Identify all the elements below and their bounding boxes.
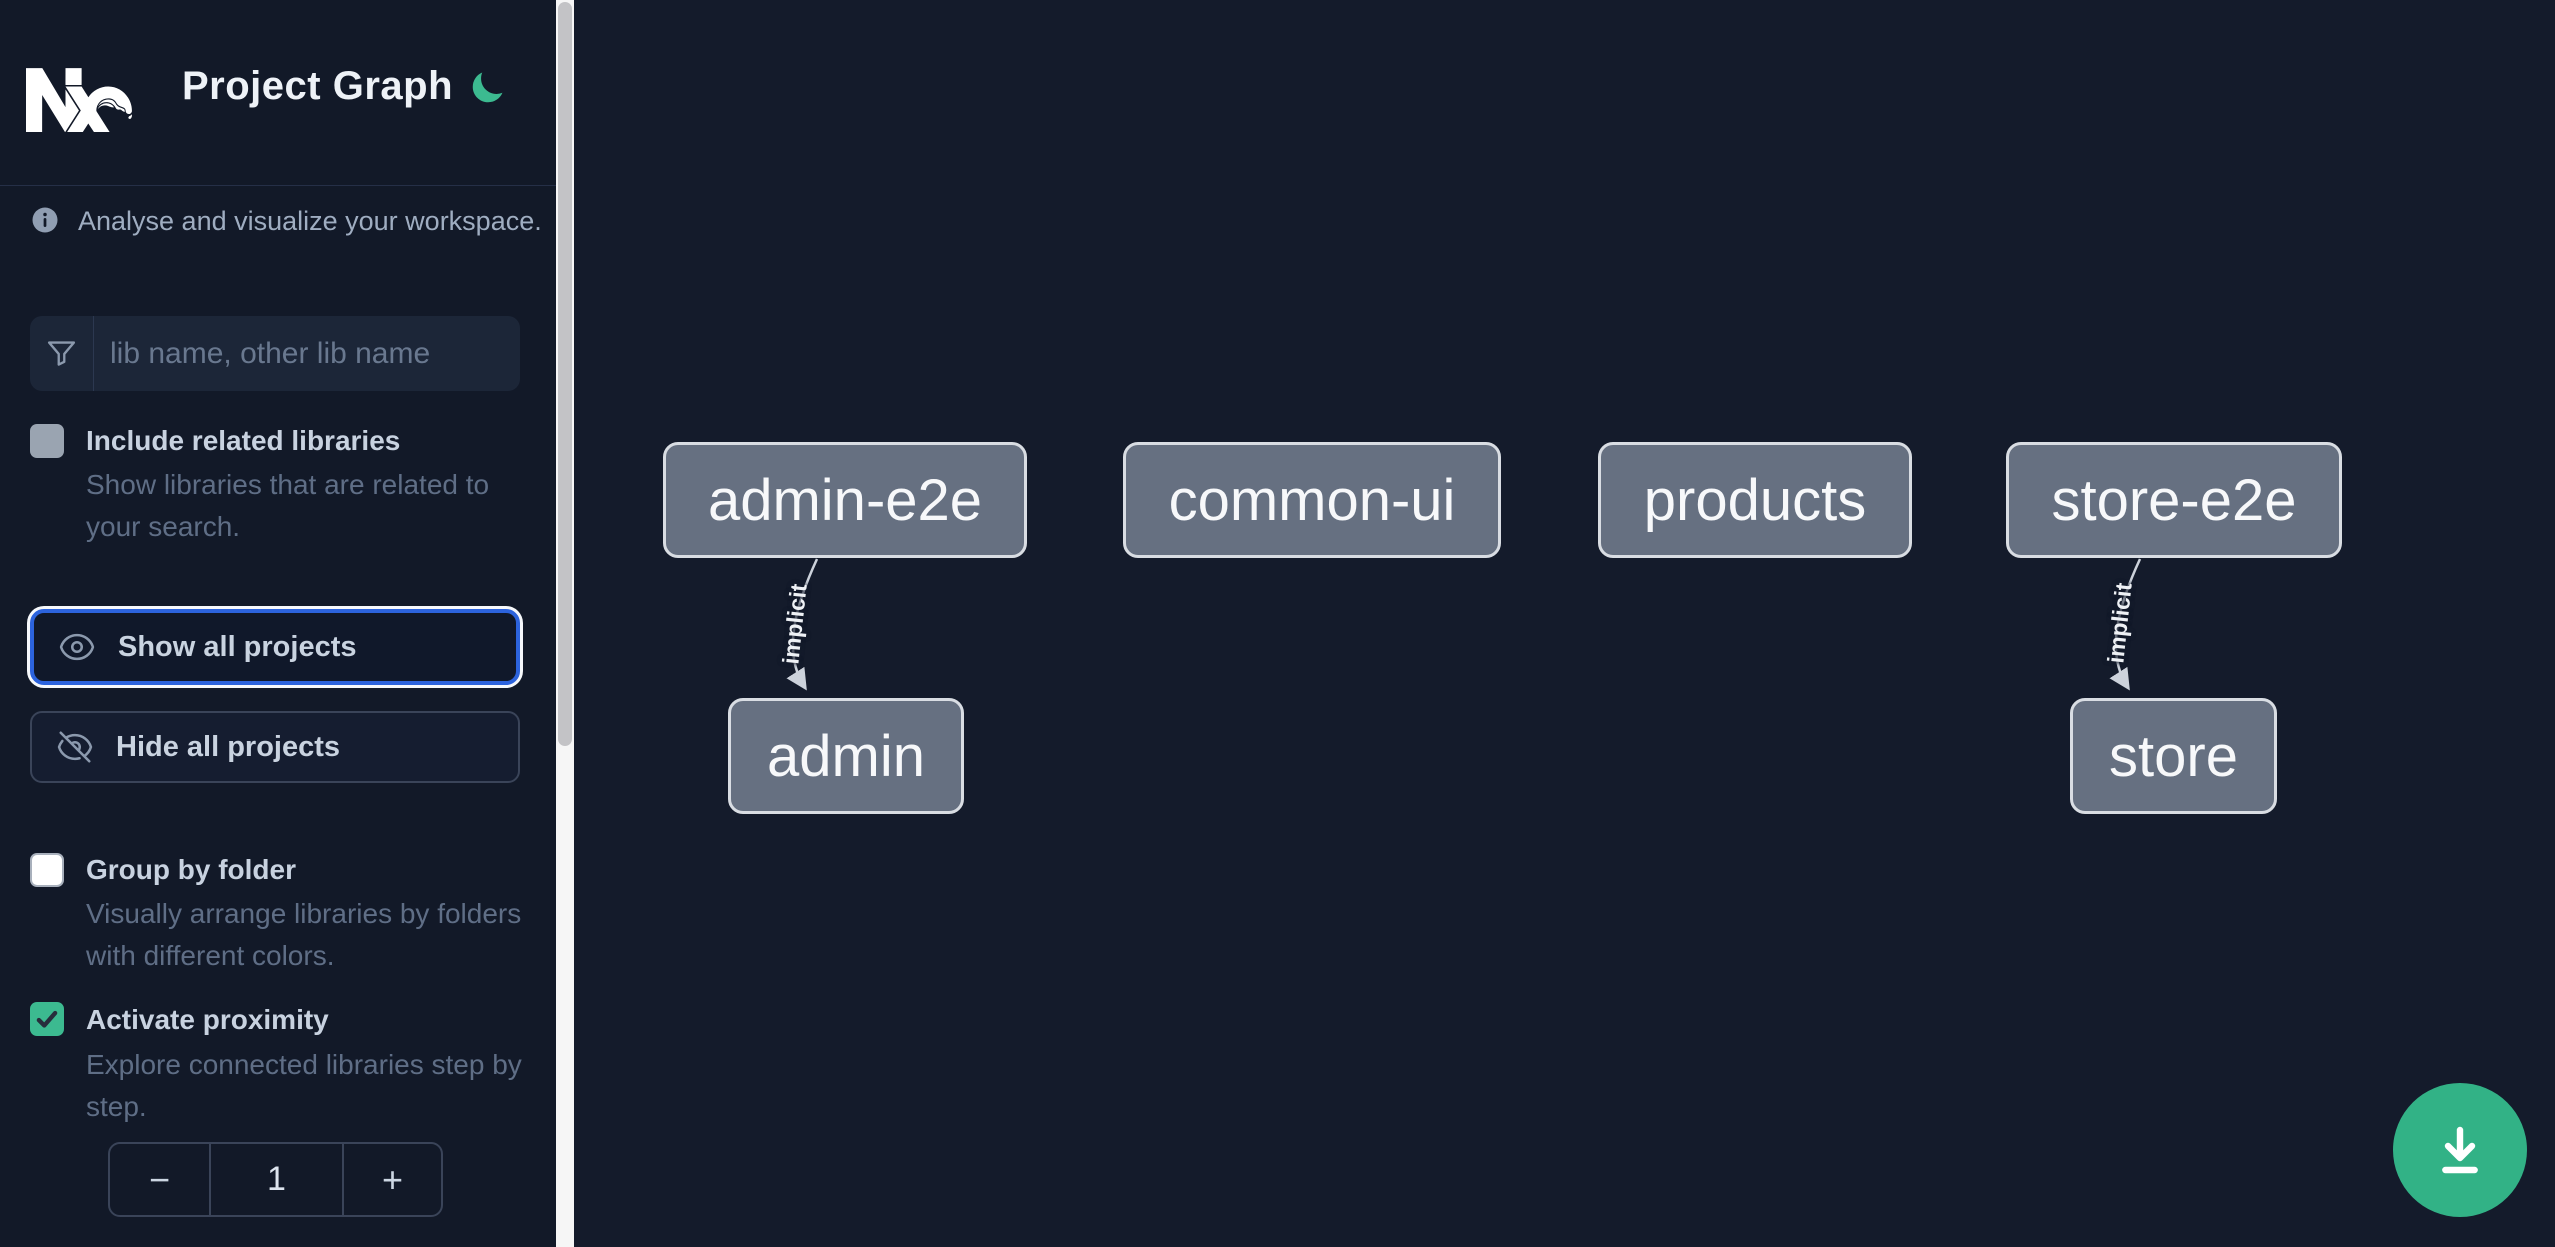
option-description: Visually arrange libraries by folders wi… bbox=[86, 898, 522, 971]
hide-all-projects-button[interactable]: Hide all projects bbox=[30, 711, 520, 783]
proximity-stepper: − 1 + bbox=[108, 1142, 443, 1217]
checkbox-activate-proximity[interactable] bbox=[30, 1002, 64, 1036]
option-description: Explore connected libraries step by step… bbox=[86, 1049, 522, 1122]
download-icon bbox=[2442, 1126, 2478, 1174]
page-title: Project Graph bbox=[182, 64, 454, 108]
option-label: Include related libraries bbox=[86, 425, 401, 456]
proximity-increment-button[interactable]: + bbox=[344, 1144, 441, 1215]
checkbox-group-by-folder[interactable] bbox=[30, 853, 64, 887]
show-all-projects-label: Show all projects bbox=[118, 630, 357, 663]
moon-icon bbox=[472, 72, 503, 102]
edge-admin-e2e-admin[interactable] bbox=[786, 558, 819, 691]
filter-funnel-icon bbox=[47, 341, 76, 366]
option-description: Show libraries that are related to your … bbox=[86, 469, 490, 542]
show-all-projects-button[interactable]: Show all projects bbox=[30, 609, 520, 685]
graph-node-admin-e2e[interactable]: admin-e2e bbox=[663, 442, 1027, 558]
graph-node-common-ui[interactable]: common-ui bbox=[1123, 442, 1501, 558]
project-graph-canvas[interactable]: implicit implicit admin-e2e common-ui pr… bbox=[574, 0, 2555, 1247]
info-icon bbox=[32, 207, 58, 233]
proximity-value: 1 bbox=[209, 1144, 344, 1215]
graph-node-store-e2e[interactable]: store-e2e bbox=[2006, 442, 2342, 558]
filter-searchbox bbox=[30, 316, 520, 391]
intro-row: Analyse and visualize your workspace. bbox=[30, 205, 542, 237]
eye-slash-icon bbox=[57, 731, 93, 763]
nx-logo-icon bbox=[26, 68, 132, 132]
filter-input[interactable] bbox=[94, 316, 520, 391]
option-label: Group by folder bbox=[86, 854, 296, 885]
edge-store-e2e-store[interactable] bbox=[2109, 558, 2142, 691]
funnel-cell bbox=[30, 316, 94, 391]
graph-edges-layer bbox=[786, 558, 2142, 691]
theme-toggle-button[interactable] bbox=[462, 64, 512, 114]
graph-node-admin[interactable]: admin bbox=[728, 698, 964, 814]
sidebar-scrollbar-thumb[interactable] bbox=[558, 2, 572, 746]
graph-node-products[interactable]: products bbox=[1598, 442, 1912, 558]
graph-node-store[interactable]: store bbox=[2070, 698, 2277, 814]
download-graph-button[interactable] bbox=[2393, 1083, 2527, 1217]
option-label: Activate proximity bbox=[86, 1004, 329, 1035]
hide-all-projects-label: Hide all projects bbox=[116, 730, 341, 763]
sidebar-header: Project Graph bbox=[0, 0, 556, 186]
intro-text: Analyse and visualize your workspace. bbox=[78, 206, 542, 236]
check-icon bbox=[36, 1010, 58, 1028]
proximity-decrement-button[interactable]: − bbox=[110, 1144, 209, 1215]
eye-icon bbox=[59, 633, 95, 661]
sidebar: Project Graph Analyse and visualize your… bbox=[0, 0, 556, 1247]
sidebar-scrollbar-track[interactable] bbox=[556, 0, 574, 1247]
checkbox-include-related[interactable] bbox=[30, 424, 64, 458]
